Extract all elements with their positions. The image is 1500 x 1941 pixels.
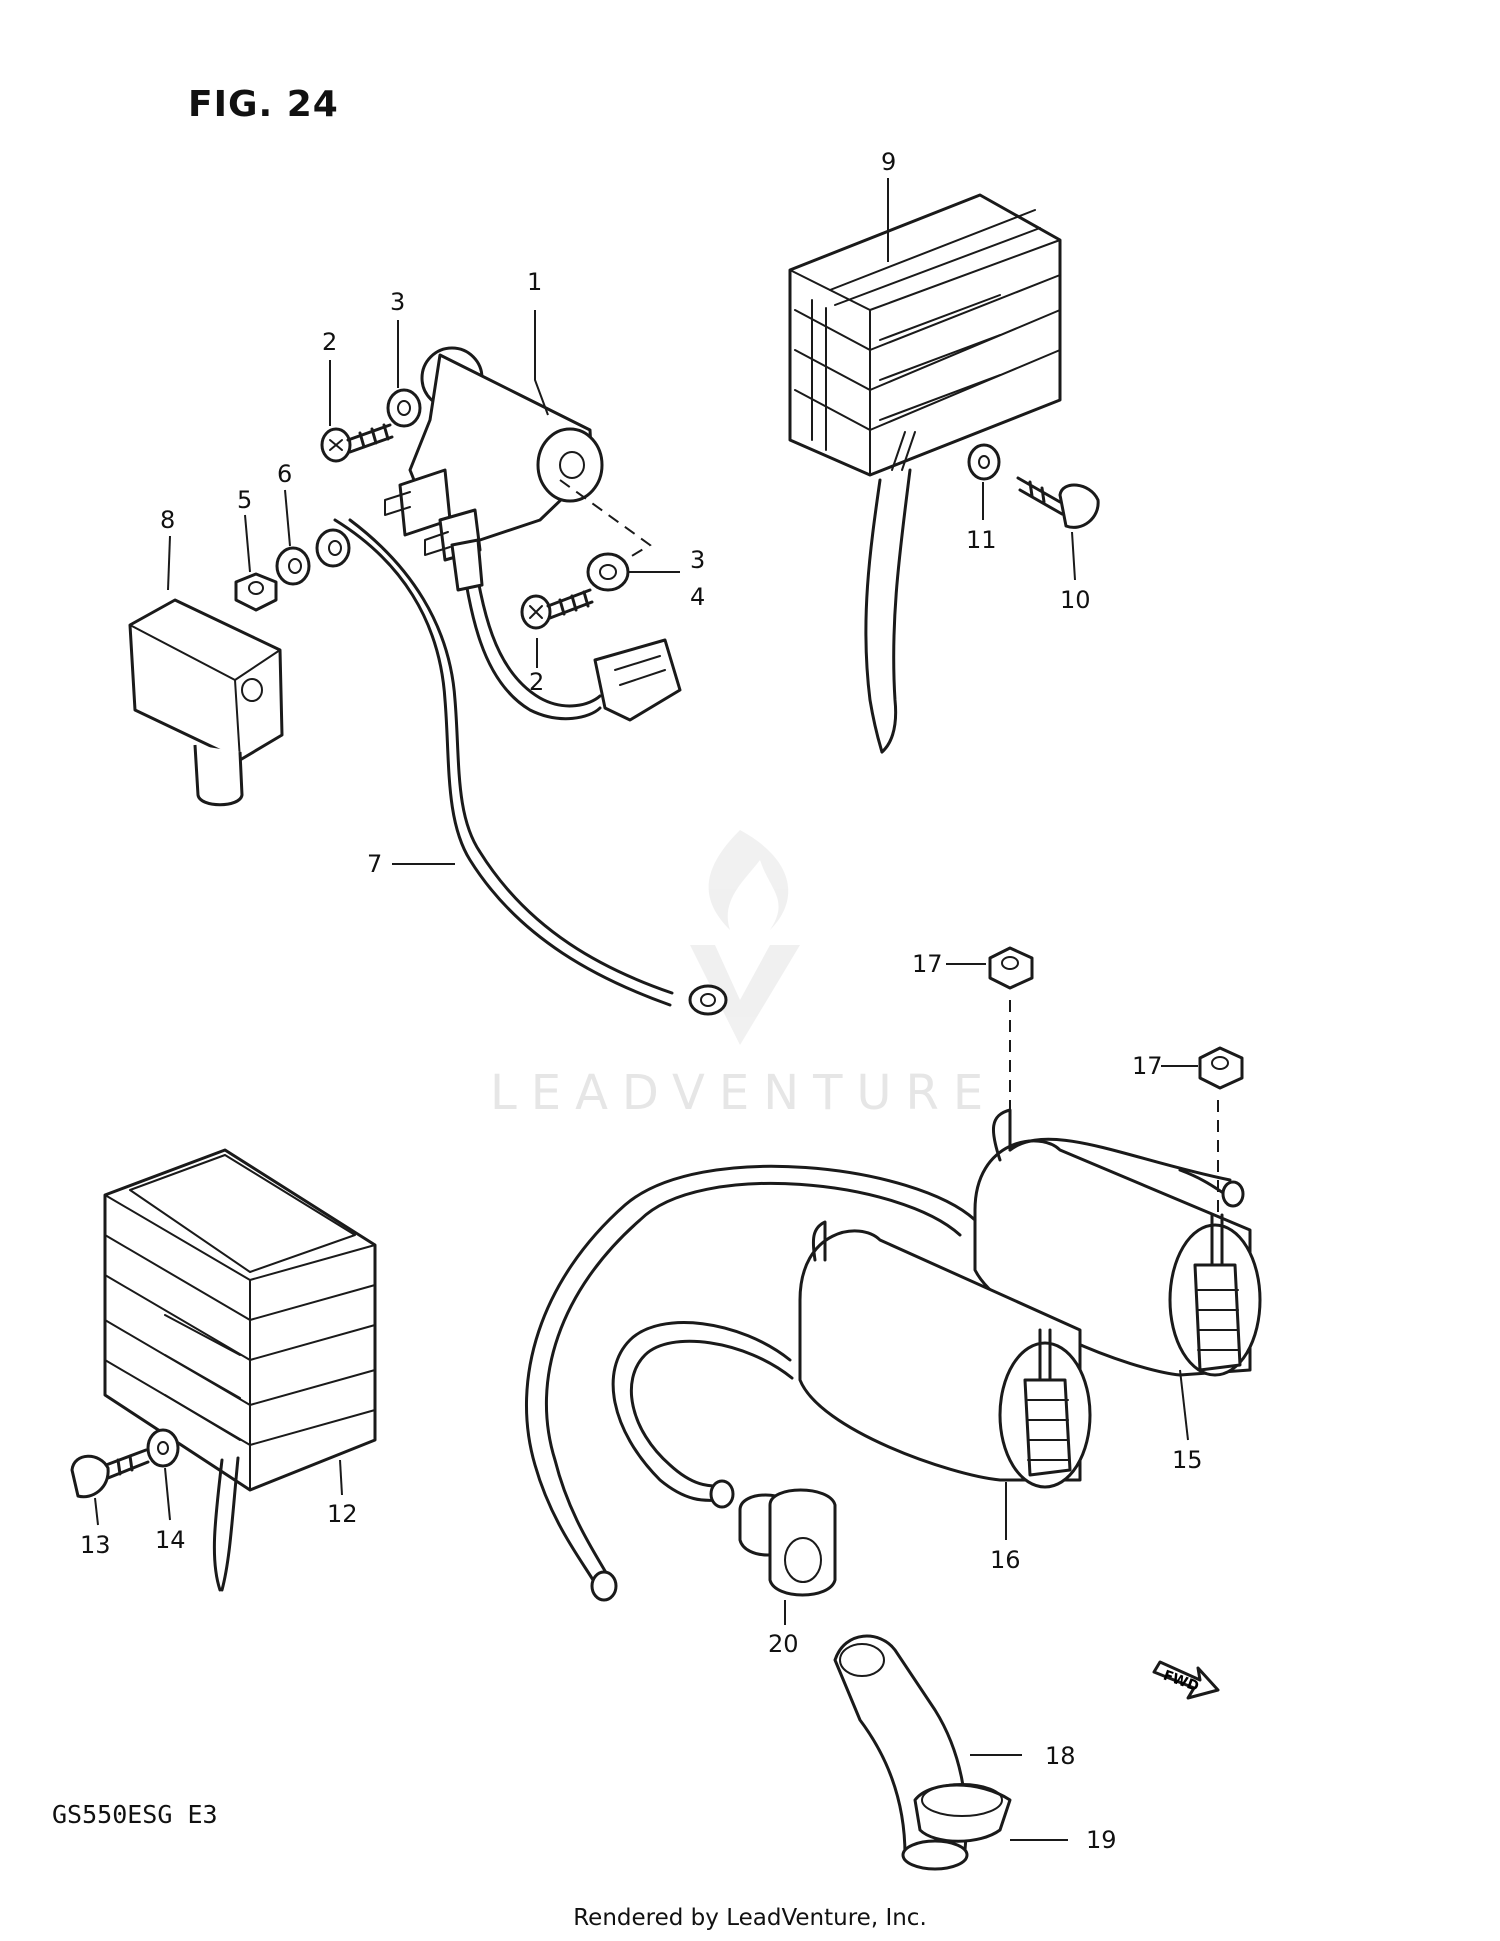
screw-part-2-lower [520, 588, 594, 630]
bolt-part-13 [70, 1448, 150, 1499]
callout-20: 20 [768, 1630, 799, 1658]
regulator-part-9 [788, 193, 1062, 754]
callout-10: 10 [1060, 586, 1091, 614]
callout-2-lower: 2 [529, 668, 544, 696]
bolt-part-10 [1016, 476, 1100, 529]
callout-4: 4 [690, 583, 705, 611]
callout-11: 11 [966, 526, 997, 554]
nut-part-5 [234, 572, 278, 612]
footer-credit: Rendered by LeadVenture, Inc. [573, 1905, 927, 1931]
washer-part-3-upper [386, 388, 422, 428]
starter-relay [384, 346, 652, 562]
callout-17-right: 17 [1132, 1052, 1163, 1080]
callout-13: 13 [80, 1531, 111, 1559]
callout-5: 5 [237, 486, 252, 514]
figure-title: FIG. 24 [188, 84, 339, 125]
callout-labels: 1 2 2 3 3 4 5 6 7 8 9 10 11 12 13 14 15 … [80, 148, 1203, 1854]
callout-2-upper: 2 [322, 328, 337, 356]
nut-part-17-left [988, 946, 1034, 990]
model-code: GS550ESG E3 [52, 1800, 218, 1829]
callout-6: 6 [277, 460, 292, 488]
callout-7: 7 [367, 850, 382, 878]
callout-9: 9 [881, 148, 896, 176]
washer-part-3-4-lower [586, 552, 630, 592]
washer-part-11 [967, 443, 1001, 481]
washer-part-6 [275, 528, 351, 586]
callout-17-left: 17 [912, 950, 943, 978]
regulator-part-12 [103, 1148, 377, 1592]
high-tension-leads [524, 1164, 1245, 1602]
callout-16: 16 [990, 1546, 1021, 1574]
plug-cover-part-19 [913, 1783, 1012, 1843]
callout-14: 14 [155, 1526, 186, 1554]
washer-part-14 [146, 1428, 180, 1468]
callout-3-lower: 3 [690, 546, 705, 574]
callout-12: 12 [327, 1500, 358, 1528]
wire-harness [333, 518, 728, 1016]
fwd-arrow-icon: FWD [1152, 1660, 1220, 1700]
cap-seal-part-20 [738, 1488, 837, 1597]
callout-1: 1 [527, 268, 542, 296]
nut-part-17-right [1198, 1046, 1244, 1090]
callout-3-upper: 3 [390, 288, 405, 316]
leader-lines [94, 178, 1198, 1841]
watermark-logo-icon [690, 830, 800, 1045]
callout-19: 19 [1086, 1826, 1117, 1854]
cover-part-8 [128, 598, 284, 807]
callout-15: 15 [1172, 1446, 1203, 1474]
callout-8: 8 [160, 506, 175, 534]
ignition-coil-part-16 [798, 1220, 1092, 1489]
watermark-text: LEADVENTURE [490, 1065, 998, 1121]
callout-18: 18 [1045, 1742, 1076, 1770]
screw-part-2-upper [320, 423, 394, 463]
